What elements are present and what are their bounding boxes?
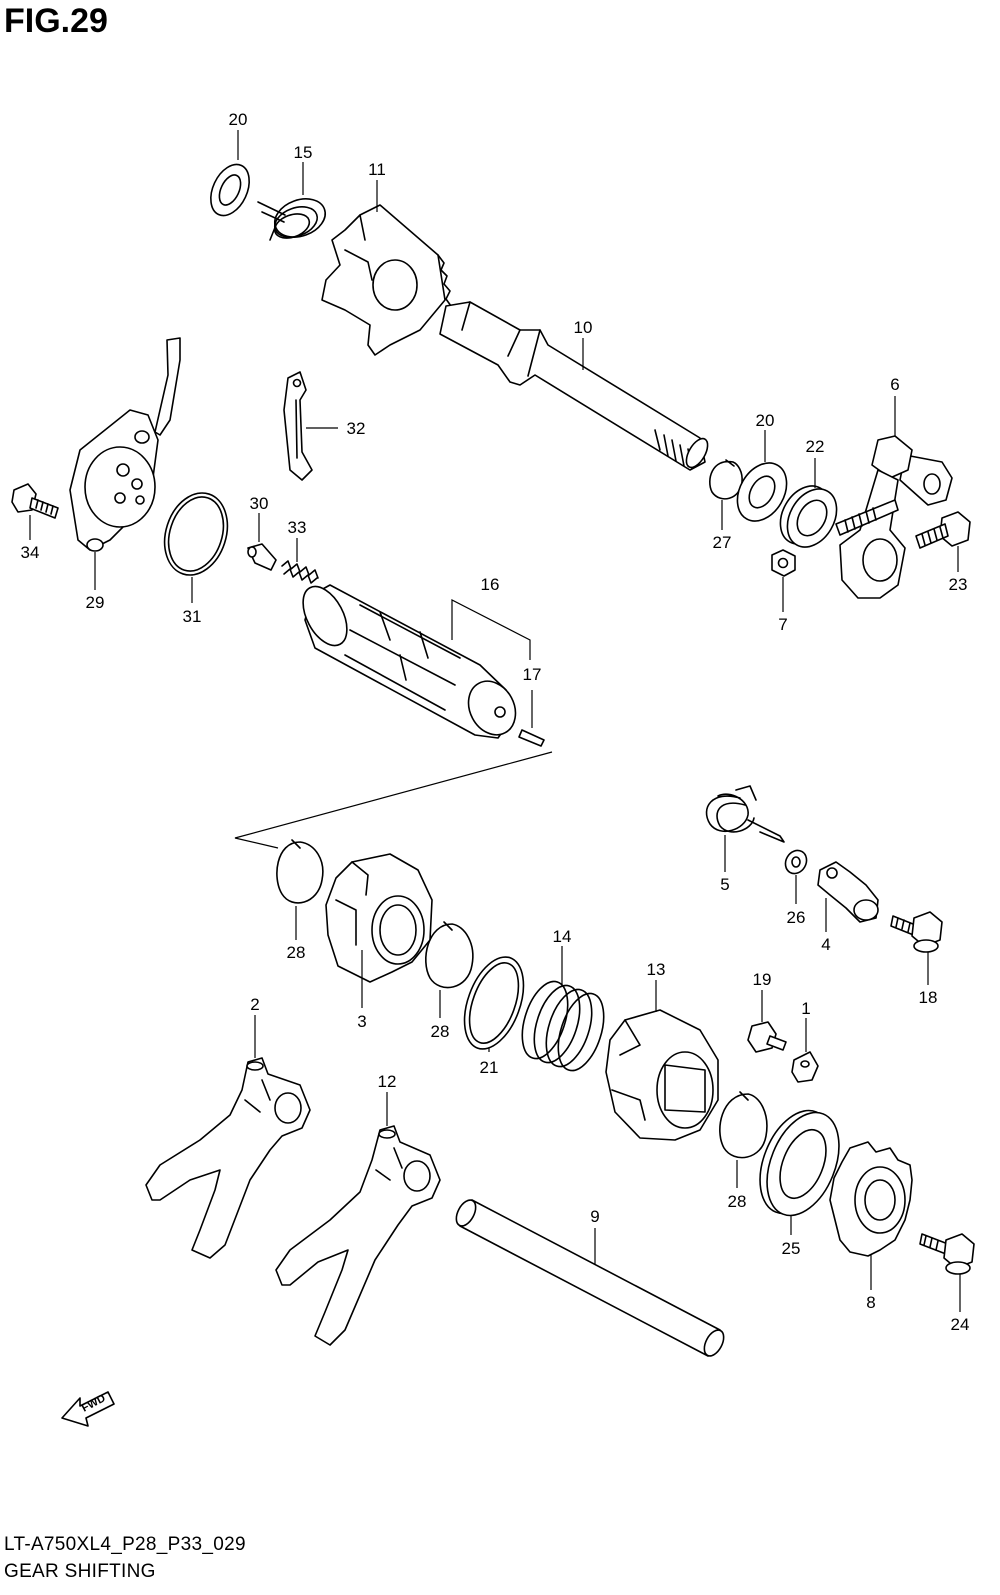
figure-code: LT-A750XL4_P28_P33_029 [4,1534,246,1555]
part-circlip-28-left [276,839,324,904]
callout-7: 7 [778,615,787,634]
part-washer-26 [784,849,808,875]
callout-28-right: 28 [728,1192,747,1211]
part-circlip-28-mid [425,921,474,989]
figure-caption: GEAR SHIFTING [4,1561,156,1582]
part-stopper-4 [817,861,879,923]
callout-20-right: 20 [756,411,775,430]
part-spring-14 [521,980,605,1072]
callout-24: 24 [951,1315,970,1334]
part-nut-7 [771,549,796,577]
callout-29: 29 [86,593,105,612]
callout-9: 9 [590,1207,599,1226]
part-bolt-18 [890,911,943,953]
part-neutral-switch-29 [69,337,181,552]
callout-30: 30 [250,494,269,513]
callout-20: 20 [229,110,248,129]
part-cam-guide-3 [325,853,433,983]
part-washer-20-right [736,462,788,522]
part-pin-17 [518,729,545,747]
part-gearshift-arm-11 [321,204,452,356]
callout-11: 11 [368,160,386,179]
part-fork-shaft-9 [455,1199,725,1357]
callout-10: 10 [574,318,593,337]
part-o-ring-31 [163,492,229,576]
part-bearing-22 [779,485,838,548]
callout-8: 8 [866,1293,875,1312]
part-bolt-34 [11,483,59,519]
part-bolt-24 [919,1233,975,1275]
callout-34: 34 [21,543,40,562]
callout-18: 18 [919,988,938,1007]
part-washer-21 [463,956,525,1050]
part-cam-gear-13 [605,1009,719,1141]
callout-22: 22 [806,437,825,456]
callout-26: 26 [787,908,806,927]
part-shift-fork-2 [145,1057,311,1259]
callout-25: 25 [782,1239,801,1258]
callout-1: 1 [801,999,810,1018]
part-circlip-27-top [709,459,743,500]
callout-12: 12 [378,1072,397,1091]
callout-28-mid: 28 [431,1022,450,1041]
callout-4: 4 [821,935,830,954]
callout-19: 19 [753,970,772,989]
callout-15: 15 [294,143,313,162]
callout-23: 23 [949,575,968,594]
part-spring-33 [281,560,319,584]
part-shift-fork-12 [275,1125,441,1346]
part-spring-15 [257,198,326,241]
part-clip-32 [283,371,313,481]
part-washer-20-top [210,163,250,217]
callout-32: 32 [347,419,366,438]
part-bolt-23 [915,511,971,549]
part-gearshift-cam-16 [302,584,517,739]
part-gear-8 [829,1141,913,1257]
part-bearing-25 [759,1109,840,1217]
callout-17: 17 [523,665,542,684]
part-pin-30 [247,543,277,571]
callout-31: 31 [183,607,202,626]
part-bolt-19 [747,1021,787,1053]
figure-title: FIG.29 [4,2,108,40]
fwd-arrow-icon: FWD [61,1391,115,1427]
part-gearshift-shaft-10 [439,301,709,471]
callout-3: 3 [357,1012,366,1031]
callout-27: 27 [713,533,732,552]
callout-6: 6 [890,375,899,394]
callout-28-left: 28 [287,943,306,962]
callout-13: 13 [647,960,666,979]
callout-16: 16 [481,575,500,594]
part-spring-5 [705,785,785,843]
callout-2: 2 [250,995,259,1014]
callout-14: 14 [553,927,572,946]
callout-21: 21 [480,1058,499,1077]
part-gearshift-arm-6 [835,435,953,599]
callout-33: 33 [288,518,307,537]
part-stopper-1 [791,1051,819,1083]
part-circlip-28-right [719,1091,768,1159]
callout-5: 5 [720,875,729,894]
